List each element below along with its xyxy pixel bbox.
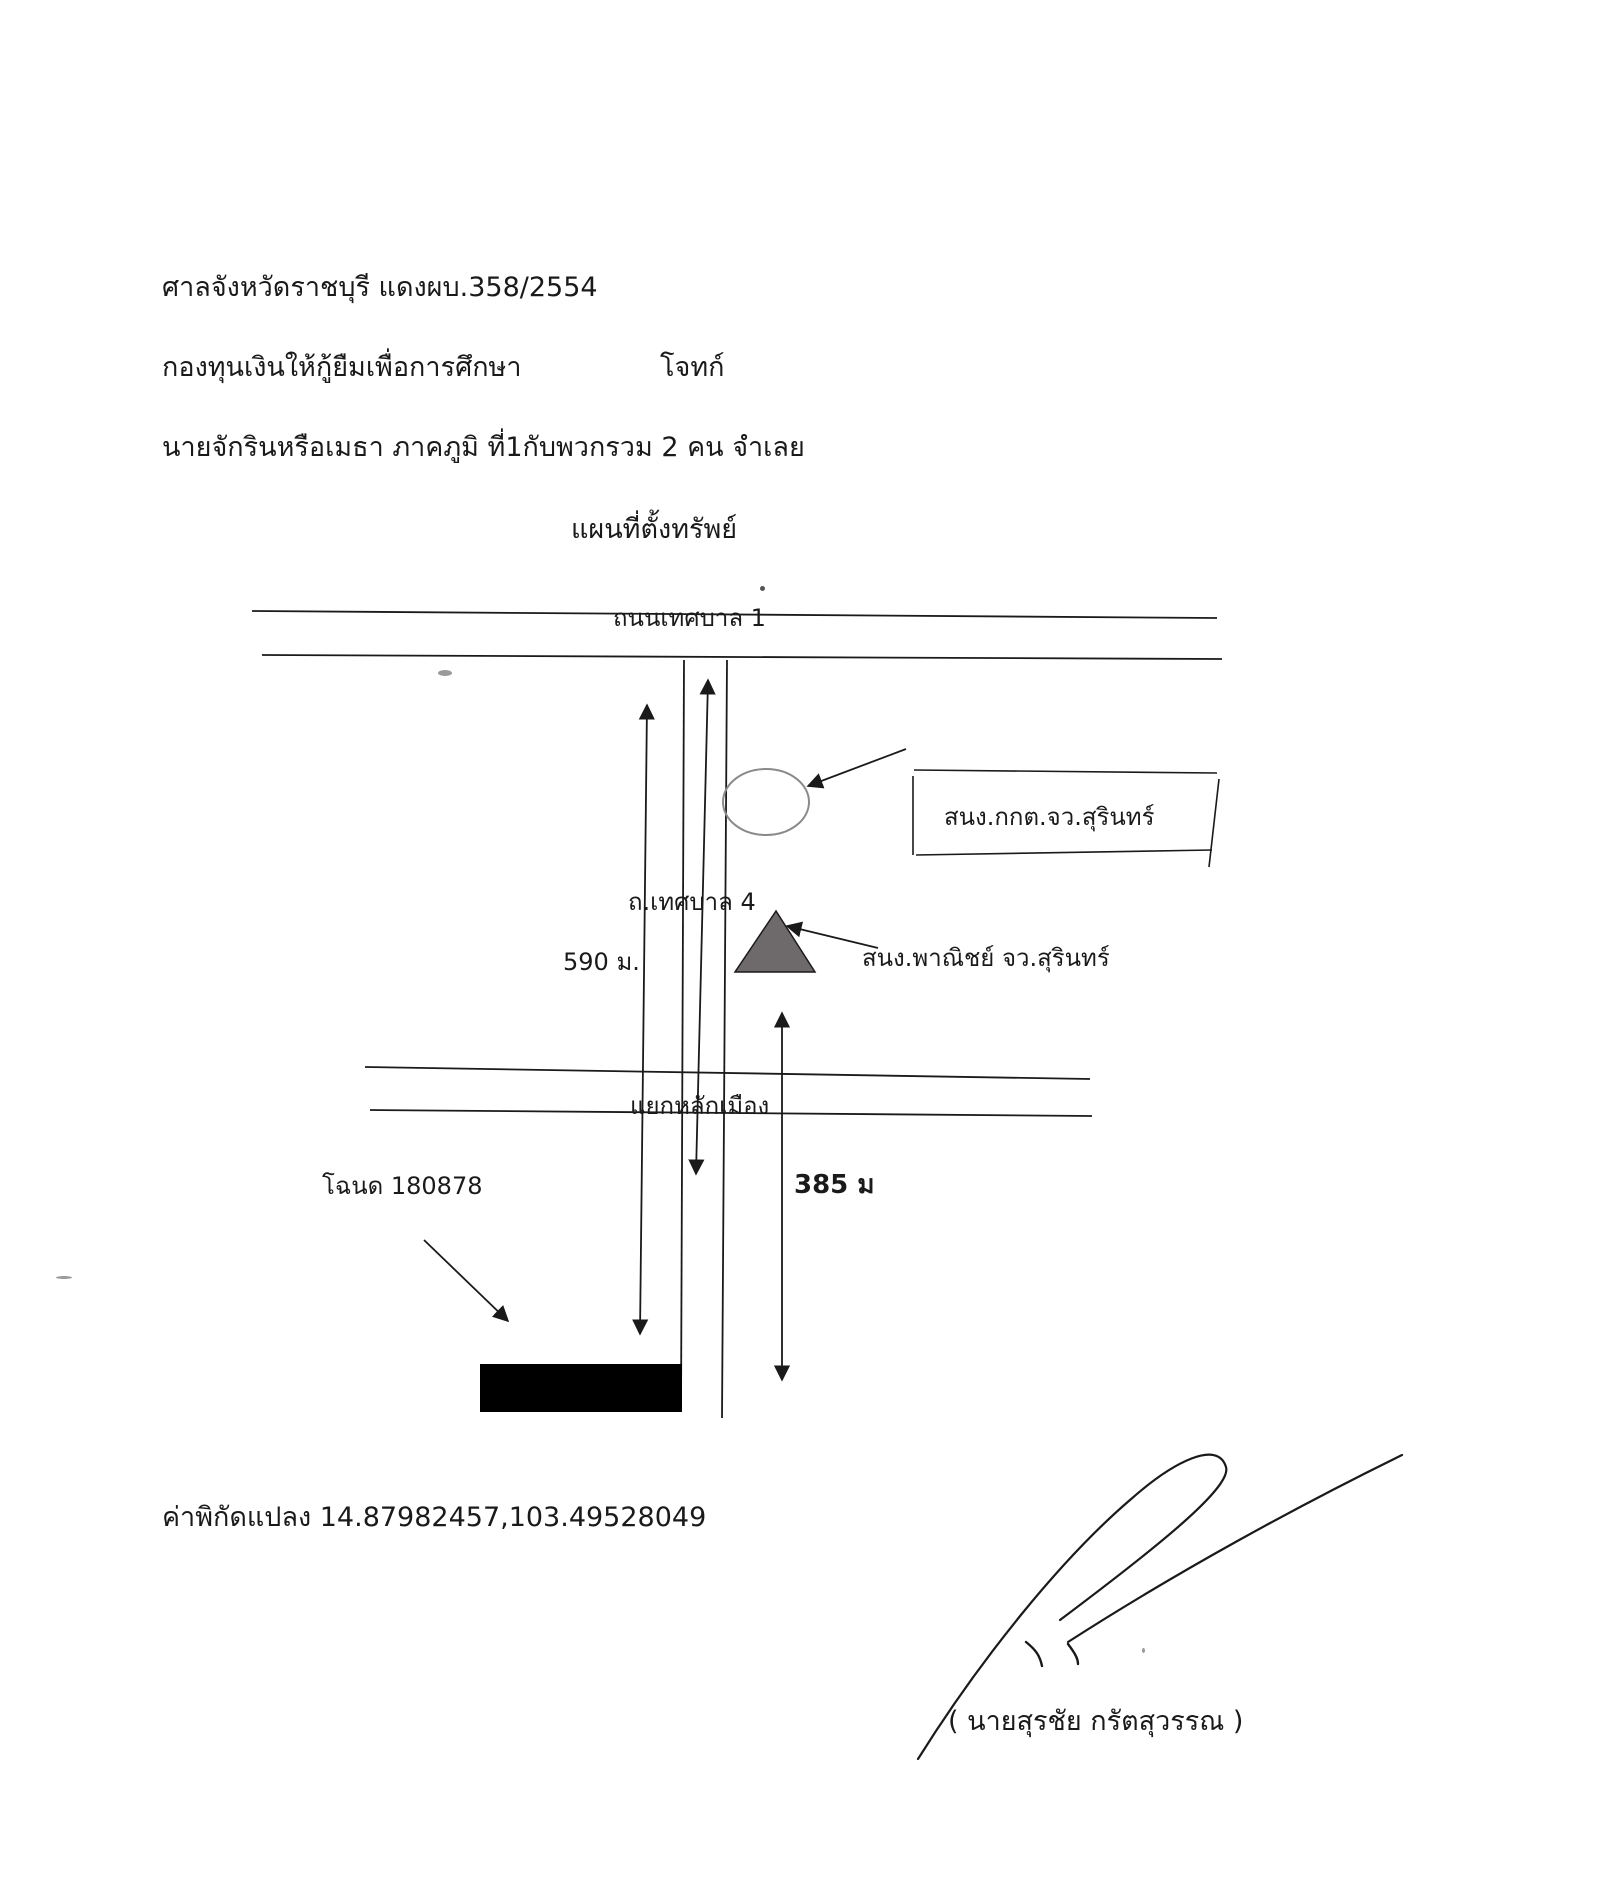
office-box-top [913, 769, 1218, 774]
scan-speck [56, 1276, 72, 1279]
intersection-label: แยกหลักเมือง [630, 1092, 770, 1120]
deed-pointer-arrow [423, 1239, 510, 1323]
triangle-landmark-pointer [785, 921, 879, 949]
signature-stroke-long [1066, 1453, 1404, 1644]
office-box-bottom [915, 849, 1213, 856]
scan-speck [438, 670, 452, 676]
property-parcel [480, 1364, 682, 1412]
road-vertical-label: ถ.เทศบาล 4 [628, 888, 756, 916]
office-circle-label: สนง.กกต.จว.สุรินทร์ [944, 803, 1155, 831]
scan-speck [760, 586, 765, 591]
scan-speck [1142, 1648, 1145, 1653]
road-top-label: ถนนเทศบาล 1 [613, 604, 766, 632]
road-direction-arrow [688, 678, 716, 1176]
signature-stroke-mark [1024, 1640, 1080, 1668]
plaintiff-line: กองทุนเงินให้กู้ยืมเพื่อการศึกษา [162, 352, 522, 383]
circle-landmark-pointer [806, 748, 907, 789]
road-top-line-upper [251, 610, 1218, 619]
road-vertical-line-right [721, 659, 728, 1419]
plaintiff-role: โจทก์ [660, 352, 725, 383]
court-case-line: ศาลจังหวัดราชบุรี แดงผบ.358/2554 [162, 272, 598, 303]
map-title: แผนที่ตั้งทรัพย์ [571, 514, 738, 545]
distance-short-label: 385 ม [794, 1170, 875, 1200]
coordinates-line: ค่าพิกัดแปลง 14.87982457,103.49528049 [162, 1502, 707, 1533]
distance-long-label: 590 ม. [563, 948, 640, 976]
distance-arrow-590 [632, 703, 655, 1336]
road-cross-line-upper [364, 1066, 1091, 1080]
road-cross-line-lower [369, 1109, 1093, 1117]
signer-name: ( นายสุรชัย กรัตสุวรรณ ) [948, 1706, 1244, 1737]
road-top-line-lower [261, 654, 1223, 660]
deed-label: โฉนด 180878 [322, 1172, 483, 1200]
office-box-right [1208, 778, 1220, 868]
defendant-line: นายจักรินหรือเมธา ภาคภูมิ ที่1กับพวกรวม … [162, 432, 805, 463]
road-vertical-line-left [680, 659, 685, 1413]
office-triangle-label: สนง.พาณิชย์ จว.สุรินทร์ [862, 944, 1110, 972]
triangle-landmark-marker [733, 909, 817, 973]
signature-stroke [916, 1453, 1228, 1761]
circle-landmark-marker [722, 768, 810, 836]
